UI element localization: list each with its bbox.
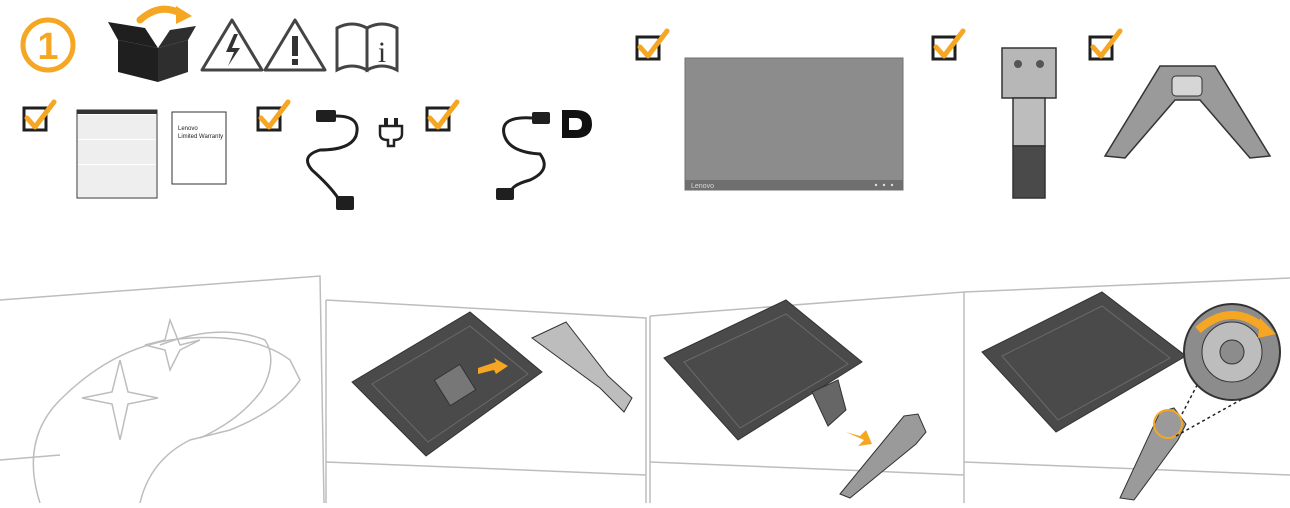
warning-icon — [263, 18, 327, 72]
checkbox-check-icon — [258, 102, 288, 130]
warranty-booklet: Lenovo Limited Warranty — [171, 111, 227, 185]
electric-hazard-icon — [200, 18, 264, 72]
svg-text:i: i — [378, 36, 386, 69]
stand-base-illustration — [1103, 65, 1272, 159]
checkbox-check-icon — [637, 31, 667, 59]
warranty-line1: Lenovo — [178, 126, 198, 132]
stand-column-illustration — [1001, 47, 1057, 199]
checkbox-check-icon — [933, 31, 963, 59]
unboxing-icon — [108, 5, 196, 82]
setup-poster-document — [76, 109, 158, 199]
checkbox-check-icon — [427, 102, 457, 130]
power-cable-illustration — [306, 110, 359, 210]
panel-attach-stand — [325, 299, 647, 503]
panel-attach-base — [649, 291, 965, 503]
checkbox-check-icon — [1090, 31, 1120, 59]
step-number: 1 — [37, 26, 58, 68]
displayport-icon — [562, 110, 592, 138]
panel-clean-screen — [0, 275, 325, 504]
monitor-front-illustration: Lenovo — [684, 57, 904, 191]
info-manual-icon: i — [335, 22, 399, 73]
power-plug-icon — [378, 118, 404, 148]
monitor-brand: Lenovo — [691, 183, 714, 190]
step-number-badge: 1 — [20, 17, 76, 73]
checkbox-check-icon — [24, 102, 54, 130]
displayport-cable-illustration — [496, 112, 550, 200]
panel-tighten-screw — [963, 277, 1290, 501]
warranty-line2: Limited Warranty — [178, 134, 223, 140]
